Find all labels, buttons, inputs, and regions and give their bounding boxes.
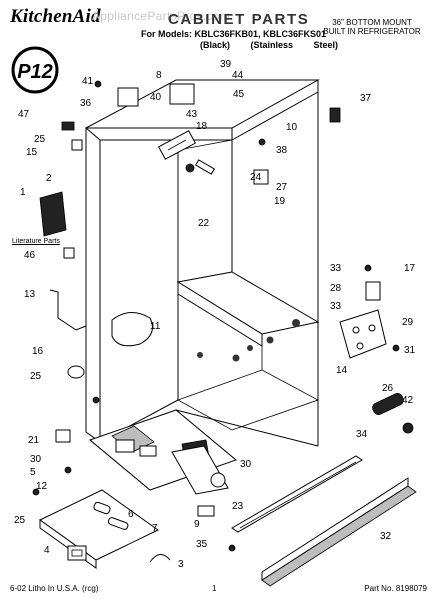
variant-stainless: (Stainless Steel) <box>250 40 339 50</box>
callout-33-top: 33 <box>330 263 342 274</box>
callout-40: 40 <box>150 92 162 103</box>
badge-text: P12 <box>17 61 53 83</box>
callout-2: 2 <box>46 173 52 184</box>
grommet-16 <box>67 365 85 379</box>
callout-37: 37 <box>360 93 372 104</box>
callout-1: 1 <box>20 187 26 198</box>
part-24 <box>195 159 215 175</box>
callout-27: 27 <box>276 182 288 193</box>
callout-35: 35 <box>196 539 208 550</box>
model-variants: (Black) (Stainless Steel) <box>200 40 338 50</box>
clip-47 <box>61 121 75 131</box>
callout-24: 24 <box>250 172 262 183</box>
callout-44: 44 <box>232 70 244 81</box>
callout-47: 47 <box>18 109 30 120</box>
callout-5: 5 <box>30 467 36 478</box>
callout-29: 29 <box>402 317 414 328</box>
callout-23: 23 <box>232 501 244 512</box>
watermark: AppliancePartsPros.com <box>92 9 230 23</box>
brand-logo: KitchenAid <box>10 6 101 27</box>
clip-part-3 <box>149 554 171 563</box>
callout-43: 43 <box>186 109 198 120</box>
callout-34: 34 <box>356 429 368 440</box>
part-38 <box>253 169 269 185</box>
callout-25-bottom: 25 <box>14 515 26 526</box>
roller-26 <box>372 393 414 434</box>
footer-part-number: Part No. 8198079 <box>364 584 427 593</box>
callout-10: 10 <box>286 122 298 133</box>
callout-28: 28 <box>330 283 342 294</box>
screws <box>32 80 400 552</box>
part-37 <box>329 107 341 123</box>
cabinet-shell <box>85 79 320 447</box>
callout-42: 42 <box>402 395 414 406</box>
callout-14: 14 <box>336 365 348 376</box>
product-line-1: 36" BOTTOM MOUNT <box>332 18 412 27</box>
bracket-21 <box>55 429 71 443</box>
page-badge-icon: P12 <box>11 46 59 94</box>
callout-41: 41 <box>82 76 94 87</box>
model-numbers: For Models: KBLC36FKB01, KBLC36FKS01 <box>141 29 327 39</box>
part-9 <box>197 505 215 517</box>
right-rail <box>231 455 363 533</box>
callout-25-top: 25 <box>34 134 46 145</box>
callout-3: 3 <box>178 559 184 570</box>
variant-black: (Black) <box>200 40 231 50</box>
callout-12: 12 <box>36 481 48 492</box>
callout-30-right: 30 <box>240 459 252 470</box>
callout-19: 19 <box>274 196 286 207</box>
callout-17: 17 <box>404 263 416 274</box>
callout-11: 11 <box>150 321 161 332</box>
clip-25 <box>71 139 83 151</box>
machine-compartment <box>89 409 237 495</box>
callout-22: 22 <box>198 218 210 229</box>
callout-13: 13 <box>24 289 36 300</box>
callout-46: 46 <box>24 250 36 261</box>
page-title: CABINET PARTS <box>168 11 310 28</box>
footer-print-info: 6-02 Litho In U.S.A. (rcg) <box>10 584 99 593</box>
callout-16: 16 <box>32 346 44 357</box>
callout-9: 9 <box>194 519 200 530</box>
base-grille <box>261 477 417 587</box>
water-tube-13 <box>49 289 87 331</box>
callout-8: 8 <box>156 70 162 81</box>
callout-18: 18 <box>196 121 208 132</box>
callout-32: 32 <box>380 531 392 542</box>
callout-39: 39 <box>220 59 232 70</box>
toe-plate <box>39 489 159 569</box>
foam-block-11 <box>111 312 153 347</box>
bracket-part-4 <box>67 545 87 561</box>
footer-page-number: 1 <box>212 584 217 593</box>
callout-26: 26 <box>382 383 394 394</box>
callout-4: 4 <box>44 545 50 556</box>
product-line-2: BUILT IN REFRIGERATOR <box>323 27 421 36</box>
part-36 <box>117 87 139 107</box>
literature-book <box>39 191 67 237</box>
callout-33-lower: 33 <box>330 301 342 312</box>
bottom-hinge <box>339 281 387 359</box>
callout-38: 38 <box>276 145 288 156</box>
product-description: 36" BOTTOM MOUNT BUILT IN REFRIGERATOR <box>317 18 427 36</box>
callout-6: 6 <box>128 509 134 520</box>
part-39 <box>169 83 195 105</box>
clip-46 <box>63 247 75 259</box>
callout-36: 36 <box>80 98 92 109</box>
callout-15: 15 <box>26 147 38 158</box>
callout-31: 31 <box>404 345 416 356</box>
literature-parts-label: Literature Parts <box>12 238 60 245</box>
callout-21: 21 <box>28 435 40 446</box>
callout-7: 7 <box>152 523 158 534</box>
callout-45: 45 <box>233 89 245 100</box>
callout-25-mid: 25 <box>30 371 42 382</box>
callout-30-left: 30 <box>30 454 42 465</box>
